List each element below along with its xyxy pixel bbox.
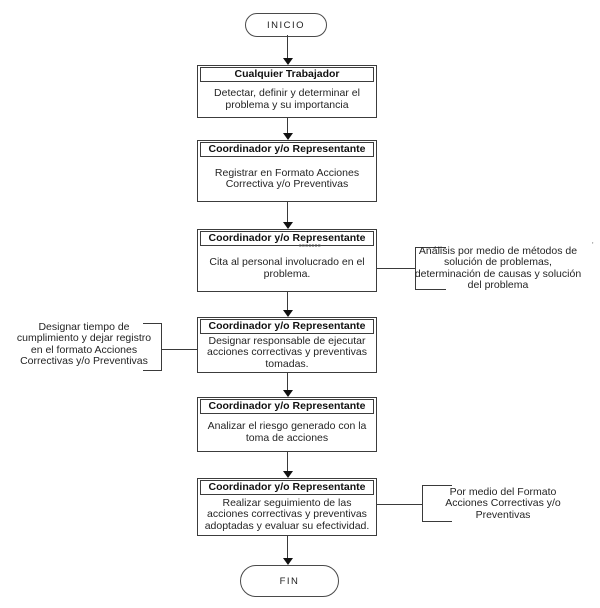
box-header: Coordinador y/o Representante coossoo [200, 231, 374, 249]
end-label: FIN [279, 575, 300, 587]
process-box-designar-responsable: Coordinador y/o Representante Designar r… [197, 317, 377, 373]
annotation-analisis-metodos: Análisis por medio de métodos de solució… [414, 245, 582, 291]
annotation-bracket [143, 323, 162, 371]
annotation-bracket [415, 247, 446, 290]
box-header: Coordinador y/o Representante [200, 480, 374, 495]
box-body-text: Designar responsable de ejecutar accione… [207, 334, 367, 370]
flow-line [287, 373, 288, 390]
box-header-label: Coordinador y/o Representante [208, 232, 366, 244]
box-header: Cualquier Trabajador [200, 67, 374, 82]
arrowhead-icon [283, 58, 293, 65]
connector-line [377, 268, 415, 269]
box-body: Detectar, definir y determinar el proble… [198, 82, 376, 117]
flow-line [287, 202, 288, 222]
box-header: Coordinador y/o Representante [200, 319, 374, 334]
process-box-realizar-seguimiento: Coordinador y/o Representante Realizar s… [197, 478, 377, 536]
box-body: Realizar seguimiento de las acciones cor… [198, 495, 376, 535]
end-terminator: FIN [240, 565, 339, 597]
flow-line [287, 452, 288, 471]
box-header-label: Coordinador y/o Representante [208, 400, 366, 412]
annotation-bracket [422, 485, 452, 522]
start-terminator: INICIO [245, 13, 327, 37]
box-body-text: Detectar, definir y determinar el proble… [214, 87, 360, 111]
box-header-label: Cualquier Trabajador [234, 68, 340, 80]
arrowhead-icon [283, 471, 293, 478]
arrowhead-icon [283, 390, 293, 397]
box-body-text: Registrar en Formato Acciones Correctiva… [214, 166, 360, 190]
process-box-analizar-riesgo: Coordinador y/o Representante Analizar e… [197, 397, 377, 452]
annotation-por-medio-formato: Por medio del Formato Acciones Correctiv… [445, 486, 561, 521]
arrowhead-icon [283, 558, 293, 565]
arrowhead-icon [283, 222, 293, 229]
flow-line [287, 118, 288, 133]
box-header-label: Coordinador y/o Representante [208, 320, 366, 332]
stray-mark-artifact: ' [592, 241, 594, 250]
header-overlap-artifact: coossoo [299, 243, 322, 249]
connector-line [162, 349, 197, 350]
box-header-label: Coordinador y/o Representante [208, 481, 366, 493]
box-header-label: Coordinador y/o Representante [208, 143, 366, 155]
box-body-text: Realizar seguimiento de las acciones cor… [204, 496, 370, 532]
flow-line [287, 292, 288, 310]
box-body: Cita al personal involucrado en el probl… [198, 246, 376, 291]
arrowhead-icon [283, 310, 293, 317]
box-body: Registrar en Formato Acciones Correctiva… [198, 157, 376, 201]
process-box-registrar-formato: Coordinador y/o Representante Registrar … [197, 140, 377, 202]
box-body: Analizar el riesgo generado con la toma … [198, 414, 376, 451]
flow-line [287, 35, 288, 58]
flow-line [287, 536, 288, 558]
box-body-text: Cita al personal involucrado en el probl… [209, 256, 365, 280]
box-body: Designar responsable de ejecutar accione… [198, 334, 376, 372]
box-header: Coordinador y/o Representante [200, 399, 374, 414]
box-header: Coordinador y/o Representante [200, 142, 374, 157]
process-box-detectar-problema: Cualquier Trabajador Detectar, definir y… [197, 65, 377, 118]
start-label: INICIO [266, 19, 306, 31]
arrowhead-icon [283, 133, 293, 140]
box-body-text: Analizar el riesgo generado con la toma … [207, 420, 367, 444]
process-box-citar-personal: Coordinador y/o Representante coossoo Ci… [197, 229, 377, 292]
connector-line [377, 504, 422, 505]
annotation-designar-tiempo: Designar tiempo de cumplimiento y dejar … [16, 321, 152, 367]
